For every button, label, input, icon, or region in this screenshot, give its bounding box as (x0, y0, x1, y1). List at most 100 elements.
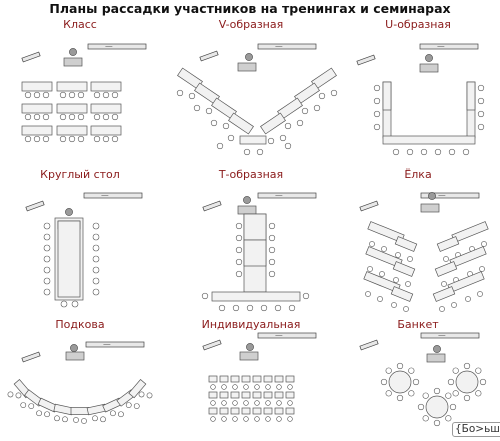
flipchart (21, 351, 41, 363)
desk (263, 407, 273, 415)
chair (62, 416, 68, 423)
table-left (390, 286, 414, 302)
chair (93, 113, 101, 121)
chair (254, 400, 260, 406)
chair (125, 402, 132, 409)
diagram-u (356, 43, 485, 156)
chair (243, 384, 249, 390)
table-left (394, 236, 418, 252)
chair (92, 266, 100, 274)
layout-title-class: Класс (63, 18, 97, 31)
chair (205, 107, 213, 115)
table-right (436, 236, 460, 252)
chair (232, 304, 240, 312)
chair (44, 411, 50, 418)
chair (477, 84, 485, 92)
chair (373, 110, 381, 118)
chair (92, 233, 100, 241)
chair (296, 119, 304, 127)
chair (176, 89, 184, 97)
layout-title-round: Круглый стол (40, 168, 120, 181)
chair (59, 135, 67, 143)
chair (102, 113, 110, 121)
chair (396, 394, 404, 402)
chair (92, 277, 100, 285)
chair (133, 403, 140, 410)
chair (377, 296, 383, 302)
speaker (243, 196, 251, 204)
chair (256, 148, 264, 156)
whiteboard (420, 192, 480, 199)
flipchart (202, 339, 222, 351)
chair (43, 288, 51, 296)
desk (252, 407, 262, 415)
desk (208, 407, 218, 415)
chair (265, 400, 271, 406)
desk (219, 375, 229, 383)
desk (263, 375, 273, 383)
chair (284, 142, 292, 150)
chair (422, 392, 429, 399)
chair (77, 91, 85, 99)
chair (268, 246, 276, 254)
chair (267, 137, 275, 145)
presenter-desk (237, 205, 257, 215)
chair (59, 91, 67, 99)
chair (463, 394, 471, 402)
chair (92, 244, 100, 252)
chair (408, 367, 415, 374)
chair (287, 400, 293, 406)
chair (452, 390, 459, 397)
chair (210, 119, 218, 127)
round-table (425, 395, 449, 419)
chair (381, 246, 387, 252)
desk (274, 375, 284, 383)
desk (219, 391, 229, 399)
chair (92, 222, 100, 230)
desk (274, 407, 284, 415)
chair (43, 255, 51, 263)
chair (279, 134, 287, 142)
chair (479, 378, 487, 386)
chair (434, 148, 442, 156)
speaker (433, 345, 441, 353)
t-top (211, 291, 301, 302)
desk (241, 391, 251, 399)
chair (43, 277, 51, 285)
chair (287, 416, 293, 422)
desk (219, 407, 229, 415)
whiteboard (87, 43, 147, 50)
chair (7, 391, 14, 398)
layout-title-banquet: Банкет (397, 318, 439, 331)
table-left (382, 81, 392, 111)
chair (102, 135, 110, 143)
chair (68, 135, 76, 143)
whiteboard (257, 332, 317, 339)
whiteboard (85, 341, 145, 348)
chair (43, 222, 51, 230)
chair (59, 113, 67, 121)
diagram-horseshoe (7, 341, 153, 424)
chair (385, 390, 392, 397)
speaker (65, 208, 73, 216)
chair (24, 91, 32, 99)
layout-title-u: U-образная (385, 18, 451, 31)
page-title: Планы рассадки участников на тренингах и… (49, 1, 451, 16)
chair (302, 292, 310, 300)
chair (36, 410, 42, 417)
flipchart (21, 51, 41, 63)
more-link[interactable]: {Бо>ьше} (452, 422, 500, 437)
chair (287, 384, 293, 390)
chair (301, 107, 309, 115)
chair (441, 281, 447, 287)
chair (477, 110, 485, 118)
chair (188, 92, 196, 100)
chair (420, 148, 428, 156)
chair (412, 378, 420, 386)
chair (118, 411, 124, 418)
chair (210, 400, 216, 406)
round-table (455, 370, 479, 394)
chair (15, 392, 22, 399)
chair (481, 241, 487, 247)
chair (365, 291, 371, 297)
